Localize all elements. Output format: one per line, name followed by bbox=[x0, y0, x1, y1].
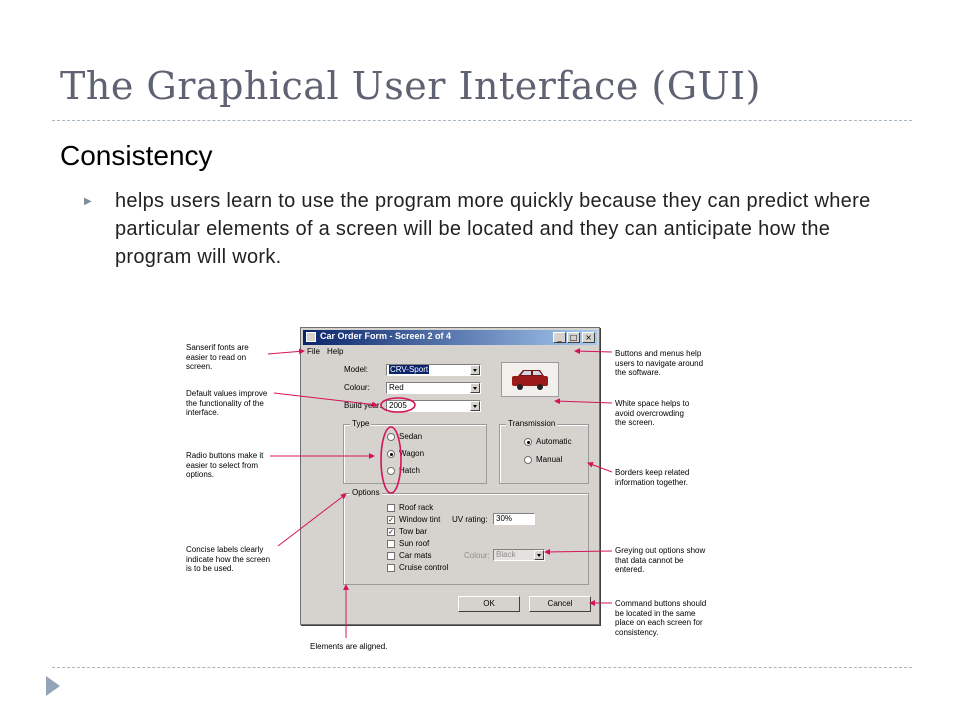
radio-hatch[interactable] bbox=[387, 467, 395, 475]
dropdown-arrow-icon[interactable] bbox=[470, 383, 480, 393]
menu-file[interactable]: File bbox=[307, 347, 320, 356]
colour-label: Colour: bbox=[344, 383, 370, 392]
page-title: The Graphical User Interface (GUI) bbox=[60, 64, 761, 108]
car-photo bbox=[501, 362, 559, 397]
build-year-spinner[interactable]: 2005 bbox=[386, 400, 481, 412]
checkbox-window-tint[interactable]: ✓ bbox=[387, 516, 395, 524]
window-tint-label: Window tint bbox=[399, 515, 441, 524]
maximize-button[interactable]: □ bbox=[567, 332, 580, 343]
colour-value: Red bbox=[389, 383, 404, 392]
checkbox-cruise-control[interactable] bbox=[387, 564, 395, 572]
dropdown-arrow-icon bbox=[534, 550, 544, 560]
arrow-sanserif bbox=[267, 348, 305, 355]
model-label: Model: bbox=[344, 365, 369, 374]
title-rule bbox=[52, 120, 912, 121]
uv-rating-label: UV rating: bbox=[452, 515, 488, 524]
build-year-value: 2005 bbox=[389, 401, 407, 410]
menu-help[interactable]: Help bbox=[327, 347, 344, 356]
transmission-group-label: Transmission bbox=[506, 419, 558, 428]
radio-manual[interactable] bbox=[524, 456, 532, 464]
radio-automatic-label: Automatic bbox=[536, 437, 572, 446]
annotation-borders: Borders keep related information togethe… bbox=[615, 468, 690, 487]
dropdown-arrow-icon[interactable] bbox=[470, 365, 480, 375]
options-colour-label: Colour: bbox=[464, 551, 490, 560]
spinner-arrows-icon[interactable] bbox=[470, 401, 480, 411]
minimize-button[interactable]: _ bbox=[553, 332, 566, 343]
radio-manual-label: Manual bbox=[536, 455, 563, 464]
window-title: Car Order Form - Screen 2 of 4 bbox=[320, 331, 452, 341]
annotation-command-buttons: Command buttons should be located in the… bbox=[615, 599, 707, 637]
sun-roof-label: Sun roof bbox=[399, 539, 430, 548]
radio-automatic[interactable] bbox=[524, 438, 532, 446]
ok-button[interactable]: OK bbox=[458, 596, 520, 612]
type-group-label: Type bbox=[350, 419, 372, 428]
radio-sedan-label: Sedan bbox=[399, 432, 423, 441]
radio-wagon-label: Wagon bbox=[399, 449, 425, 458]
tow-bar-label: Tow bar bbox=[399, 527, 428, 536]
annotation-buttons-menus: Buttons and menus help users to navigate… bbox=[615, 349, 704, 377]
annotation-concise-labels: Concise labels clearly indicate how the … bbox=[186, 545, 271, 573]
radio-wagon[interactable] bbox=[387, 450, 395, 458]
car-order-window: Car Order Form - Screen 2 of 4 _ □ × Fil… bbox=[300, 327, 600, 625]
type-group: Type Sedan Wagon Hatch bbox=[343, 419, 487, 484]
cruise-control-label: Cruise control bbox=[399, 563, 449, 572]
bullet-text: helps users learn to use the program mor… bbox=[115, 190, 871, 268]
options-colour-value: Black bbox=[496, 550, 516, 559]
cancel-button[interactable]: Cancel bbox=[529, 596, 591, 612]
options-group: Options Roof rack ✓ Window tint ✓ Tow ba… bbox=[343, 488, 589, 585]
checkbox-car-mats[interactable] bbox=[387, 552, 395, 560]
uv-rating-input[interactable]: 30% bbox=[493, 513, 535, 525]
radio-sedan[interactable] bbox=[387, 433, 395, 441]
options-group-label: Options bbox=[350, 488, 382, 497]
model-value: CRV-Sport bbox=[389, 365, 430, 374]
footer-rule bbox=[52, 667, 912, 668]
app-icon bbox=[306, 332, 316, 342]
model-select[interactable]: CRV-Sport bbox=[386, 364, 481, 376]
annotation-greying: Greying out options show that data canno… bbox=[615, 546, 706, 574]
roof-rack-label: Roof rack bbox=[399, 503, 434, 512]
corner-arrow-icon bbox=[46, 676, 60, 696]
close-button[interactable]: × bbox=[582, 332, 595, 343]
annotation-sanserif: Sanserif fonts are easier to read on scr… bbox=[186, 343, 249, 371]
colour-select[interactable]: Red bbox=[386, 382, 481, 394]
subtitle: Consistency bbox=[60, 140, 213, 171]
annotation-radio-buttons: Radio buttons make it easier to select f… bbox=[186, 451, 264, 479]
checkbox-tow-bar[interactable]: ✓ bbox=[387, 528, 395, 536]
radio-hatch-label: Hatch bbox=[399, 466, 420, 475]
annotation-aligned: Elements are aligned. bbox=[310, 642, 388, 651]
options-colour-select-disabled: Black bbox=[493, 549, 545, 561]
checkbox-roof-rack[interactable] bbox=[387, 504, 395, 512]
checkbox-sun-roof[interactable] bbox=[387, 540, 395, 548]
transmission-group: Transmission Automatic Manual bbox=[499, 419, 589, 484]
build-year-label: Build year: bbox=[344, 401, 382, 410]
car-mats-label: Car mats bbox=[399, 551, 432, 560]
annotation-default-values: Default values improve the functionality… bbox=[186, 389, 268, 417]
window-titlebar: Car Order Form - Screen 2 of 4 _ □ × bbox=[303, 330, 597, 345]
bullet-icon: ▶ bbox=[84, 196, 92, 207]
annotation-white-space: White space helps to avoid overcrowding … bbox=[615, 399, 690, 427]
